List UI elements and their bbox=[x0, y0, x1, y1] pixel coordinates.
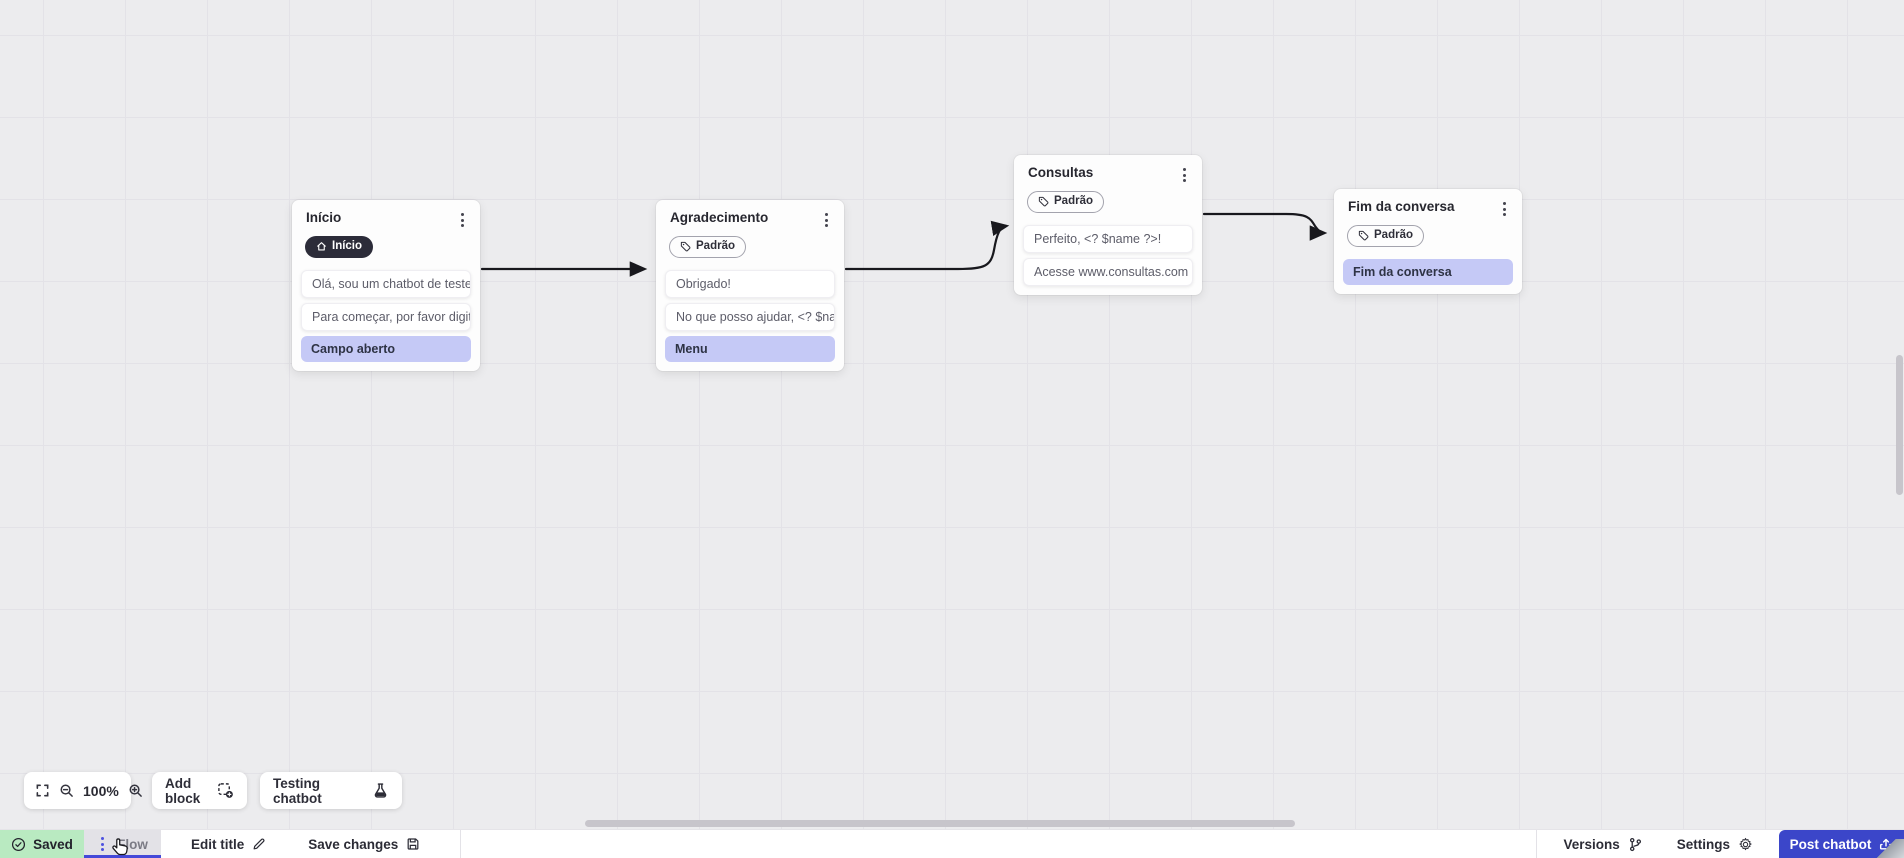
saved-status-badge: Saved bbox=[0, 830, 84, 858]
divider bbox=[1536, 830, 1538, 858]
bottom-bar: Saved Flow Edit title Save changes Versi… bbox=[0, 829, 1904, 858]
flow-node-consultas[interactable]: Consultas Padrão Perfeito, <? $name ?>! … bbox=[1014, 155, 1202, 295]
flask-icon bbox=[372, 782, 389, 799]
node-menu-button[interactable] bbox=[821, 210, 832, 230]
bottom-bar-spacer bbox=[461, 830, 1536, 858]
block-text-bubble[interactable]: Obrigado! bbox=[665, 269, 835, 298]
group-badge: Padrão bbox=[669, 236, 746, 258]
edit-title-button[interactable]: Edit title bbox=[191, 830, 266, 858]
settings-label: Settings bbox=[1676, 836, 1730, 852]
block-input[interactable]: Menu bbox=[665, 335, 835, 362]
flow-node-agradecimento[interactable]: Agradecimento Padrão Obrigado! No que po… bbox=[656, 200, 844, 371]
node-title: Fim da conversa bbox=[1348, 199, 1455, 214]
active-tab-underline bbox=[84, 855, 161, 858]
versions-button[interactable]: Versions bbox=[1563, 830, 1642, 858]
group-badge-label: Padrão bbox=[1374, 229, 1413, 242]
block-text-bubble[interactable]: No que posso ajudar, <? $name ... bbox=[665, 302, 835, 331]
group-badge: Padrão bbox=[1027, 191, 1104, 213]
flow-node-fim-da-conversa[interactable]: Fim da conversa Padrão Fim da conversa bbox=[1334, 189, 1522, 294]
group-badge: Início bbox=[305, 236, 374, 258]
tab-flow[interactable]: Flow bbox=[84, 830, 161, 858]
zoom-in-icon[interactable] bbox=[128, 783, 143, 798]
post-chatbot-label: Post chatbot bbox=[1789, 836, 1872, 852]
add-block-button[interactable]: Add block bbox=[152, 772, 247, 809]
group-badge-label: Início bbox=[332, 240, 363, 253]
edge-agradecimento-consultas[interactable] bbox=[844, 220, 1010, 271]
tag-icon bbox=[680, 241, 691, 252]
edge-consultas-fim[interactable] bbox=[1202, 212, 1328, 241]
horizontal-scrollbar[interactable] bbox=[585, 820, 1295, 827]
flow-node-inicio[interactable]: Início Início Olá, sou um chatbot de tes… bbox=[292, 200, 480, 371]
add-block-icon bbox=[217, 782, 234, 799]
window-corner-fold bbox=[1870, 839, 1904, 858]
fit-to-screen-icon[interactable] bbox=[35, 783, 50, 798]
node-menu-button[interactable] bbox=[1499, 199, 1510, 219]
zoom-toolbar: 100% bbox=[24, 772, 142, 809]
zoom-level: 100% bbox=[83, 782, 119, 799]
node-header: Agradecimento bbox=[665, 208, 835, 230]
edit-title-label: Edit title bbox=[191, 836, 245, 852]
node-menu-button[interactable] bbox=[457, 210, 468, 230]
divider bbox=[460, 830, 462, 858]
add-block-label: Add block bbox=[165, 775, 201, 806]
home-icon bbox=[316, 241, 327, 252]
tag-icon bbox=[1038, 196, 1049, 207]
node-title: Agradecimento bbox=[670, 210, 769, 225]
tag-icon bbox=[1358, 230, 1369, 241]
check-circle-icon bbox=[11, 837, 26, 852]
node-title: Início bbox=[306, 210, 342, 225]
zoom-out-icon[interactable] bbox=[59, 783, 74, 798]
node-header: Início bbox=[301, 208, 471, 230]
drag-handle-icon[interactable] bbox=[97, 834, 108, 854]
block-input[interactable]: Campo aberto bbox=[301, 335, 471, 362]
gear-icon bbox=[1738, 837, 1753, 852]
block-text-bubble[interactable]: Olá, sou um chatbot de teste! bbox=[301, 269, 471, 298]
node-title: Consultas bbox=[1028, 165, 1094, 180]
vertical-scrollbar[interactable] bbox=[1896, 355, 1903, 495]
group-badge-label: Padrão bbox=[1054, 195, 1093, 208]
git-branch-icon bbox=[1628, 837, 1643, 852]
node-header: Consultas bbox=[1023, 163, 1193, 185]
saved-label: Saved bbox=[33, 836, 73, 852]
block-text-bubble[interactable]: Acesse www.consultas.com par... bbox=[1023, 257, 1193, 286]
settings-button[interactable]: Settings bbox=[1677, 830, 1753, 858]
block-end[interactable]: Fim da conversa bbox=[1343, 258, 1513, 285]
pencil-icon bbox=[252, 837, 266, 851]
block-text-bubble[interactable]: Para começar, por favor digite o ... bbox=[301, 302, 471, 331]
node-menu-button[interactable] bbox=[1179, 165, 1190, 185]
flow-tab-label: Flow bbox=[117, 836, 148, 852]
testing-chatbot-label: Testing chatbot bbox=[273, 775, 322, 806]
testing-chatbot-button[interactable]: Testing chatbot bbox=[260, 772, 402, 809]
block-text-bubble[interactable]: Perfeito, <? $name ?>! bbox=[1023, 224, 1193, 253]
save-changes-label: Save changes bbox=[308, 836, 399, 852]
save-icon bbox=[406, 837, 420, 851]
save-changes-button[interactable]: Save changes bbox=[308, 830, 420, 858]
versions-label: Versions bbox=[1563, 836, 1620, 852]
group-badge-label: Padrão bbox=[696, 240, 735, 253]
group-badge: Padrão bbox=[1347, 225, 1424, 247]
node-header: Fim da conversa bbox=[1343, 197, 1513, 219]
